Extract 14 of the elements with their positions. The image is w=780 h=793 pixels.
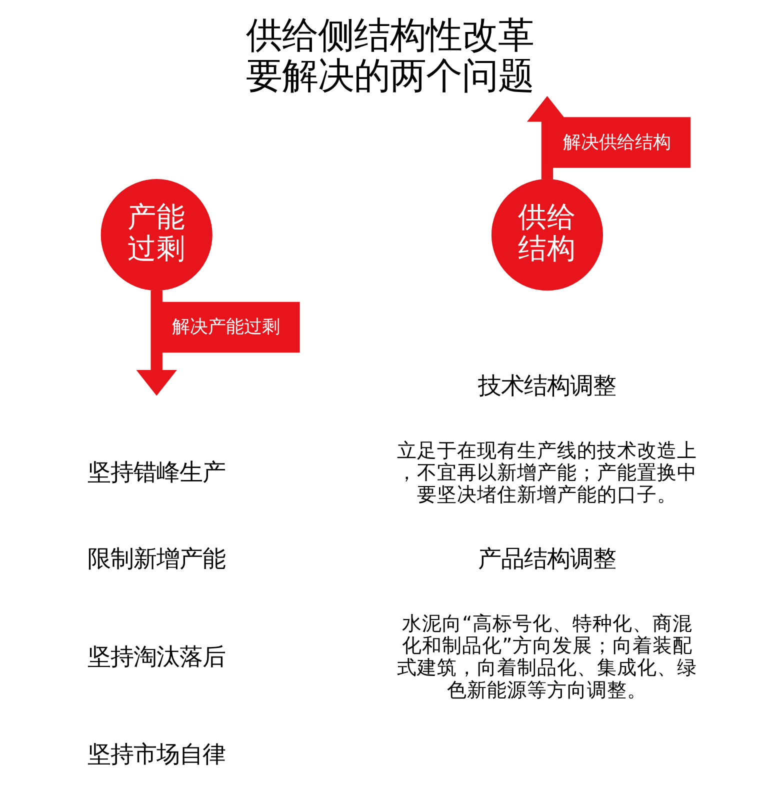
label: 水泥向“高标号化、特种化、商混化和制品化”方向发展；向着装配式建筑，向着制品化、集成化、绿色新能源等方向调整。: [397, 612, 698, 702]
label: 坚持淘汰落后: [88, 642, 226, 670]
label: 坚持错峰生产: [88, 458, 226, 486]
node-circle: 产能过剩: [100, 179, 212, 291]
edge-label: 解决产能过剩: [172, 316, 280, 338]
arrow: [136, 290, 177, 396]
diagram-title: 供给侧结构性改革要解决的两个问题: [246, 14, 534, 98]
label: 技术结构调整: [478, 371, 616, 400]
edge-label: 解决供给结构: [562, 132, 671, 153]
node-circle: 供给结构: [491, 179, 604, 291]
label: 立足于在现有生产线的技术改造上，不宜再以新增产能；产能置换中要坚决堵住新增产能的口子。: [397, 438, 698, 506]
label: 产品结构调整: [478, 544, 616, 573]
label: 坚持市场自律: [88, 740, 226, 768]
label: 限制新增产能: [88, 544, 226, 573]
